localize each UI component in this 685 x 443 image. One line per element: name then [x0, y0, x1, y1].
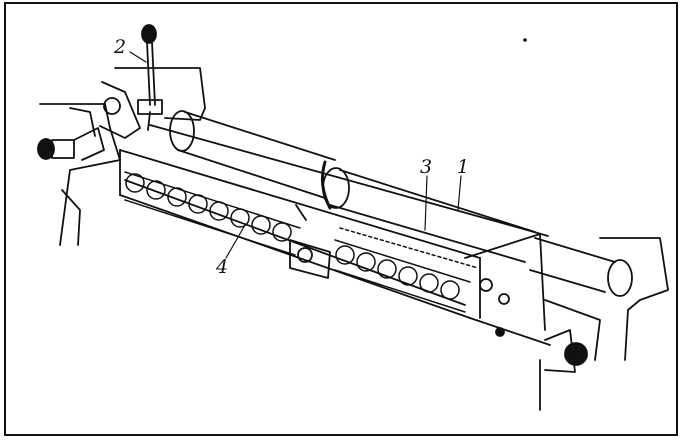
roller-cylinders — [169, 110, 633, 297]
callout-1: 1 — [457, 156, 469, 178]
speck — [523, 38, 527, 42]
figure-frame — [4, 2, 678, 436]
callout-4: 4 — [215, 256, 228, 278]
right-end-block — [479, 237, 669, 411]
main-body — [119, 124, 551, 346]
gear-series-right — [334, 227, 479, 313]
callout-2: 2 — [113, 36, 126, 58]
middle-coupling — [289, 204, 331, 279]
callout-3: 3 — [420, 156, 432, 178]
lever-handle — [137, 24, 163, 131]
leader-lines — [129, 51, 462, 259]
left-mount — [37, 67, 206, 246]
gear-series-left — [124, 171, 301, 256]
